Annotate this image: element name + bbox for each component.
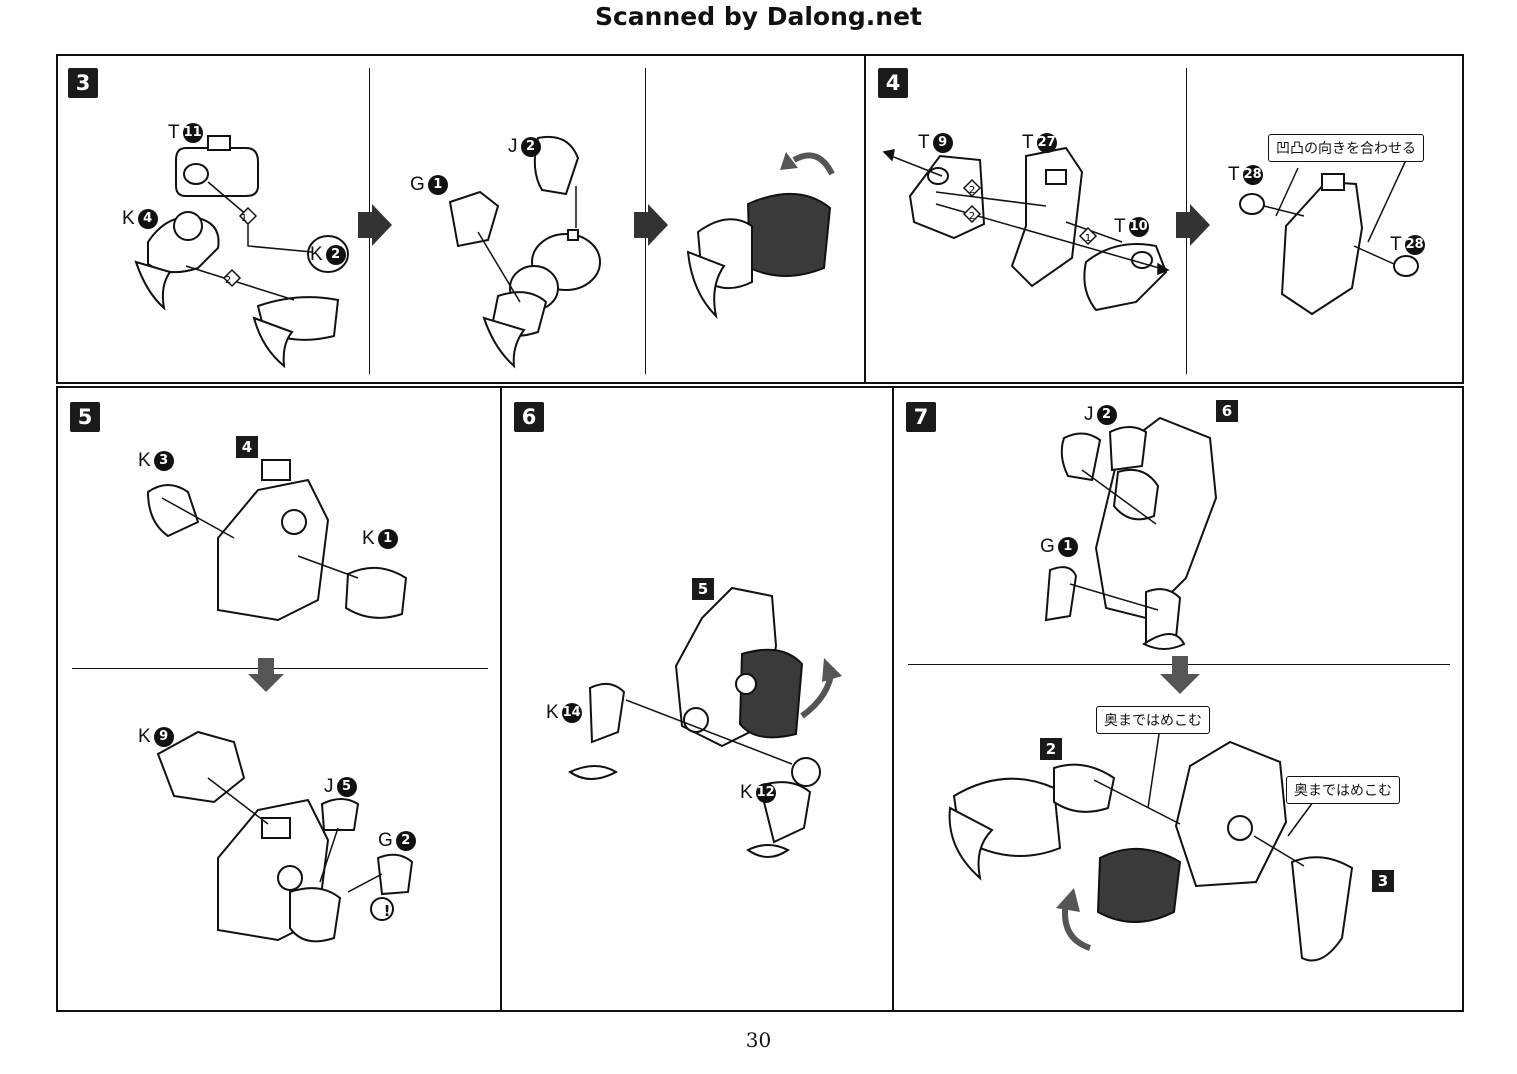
press-fully-callout-1: 奥まではめこむ	[1096, 706, 1210, 734]
step-5-illustration	[146, 459, 414, 943]
letter-j: J	[1084, 404, 1094, 425]
press-fully-callout-2: 奥まではめこむ	[1286, 776, 1400, 804]
warning-icon: !	[383, 902, 391, 920]
letter-j: J	[508, 136, 518, 157]
step-5-number: 5	[70, 402, 100, 432]
step-7-illustration	[948, 416, 1354, 962]
svg-text:2: 2	[969, 185, 975, 196]
letter-t: T	[918, 132, 930, 153]
letter-j: J	[324, 776, 334, 797]
part-number-badge: 28	[1404, 235, 1425, 255]
part-number-badge: 1	[1057, 537, 1078, 557]
part-number-badge: 2	[520, 137, 541, 157]
letter-k: K	[546, 702, 559, 723]
page-number: 30	[745, 1028, 772, 1052]
step-7-number: 7	[906, 402, 936, 432]
letter-t: T	[1114, 216, 1126, 237]
ref-step-6-badge: 6	[1216, 400, 1238, 422]
letter-k: K	[138, 726, 151, 747]
part-number-badge: 14	[561, 703, 582, 723]
letter-t: T	[1390, 234, 1402, 255]
step-6-number: 6	[514, 402, 544, 432]
part-number-badge: 27	[1036, 133, 1057, 153]
part-number-badge: 3	[153, 451, 174, 471]
part-number-badge: 11	[182, 123, 203, 143]
step-4-illustration: 2 2 1	[882, 146, 1419, 316]
part-number-badge: 2	[395, 831, 416, 851]
part-number-badge: 1	[427, 175, 448, 195]
part-number-badge: 9	[932, 133, 953, 153]
letter-g: G	[378, 830, 393, 851]
letter-t: T	[1022, 132, 1034, 153]
ref-step-5-badge: 5	[692, 578, 714, 600]
step-5-divider	[72, 668, 488, 669]
part-number-badge: 28	[1242, 165, 1263, 185]
letter-k: K	[310, 244, 323, 265]
svg-text:1: 1	[241, 213, 247, 224]
ref-step-3-badge: 3	[1372, 870, 1394, 892]
letter-g: G	[410, 174, 425, 195]
letter-t: T	[168, 122, 180, 143]
letter-g: G	[1040, 536, 1055, 557]
letter-k: K	[138, 450, 151, 471]
svg-text:2: 2	[969, 211, 975, 222]
part-number-badge: 9	[153, 727, 174, 747]
part-number-badge: 12	[755, 783, 776, 803]
letter-k: K	[362, 528, 375, 549]
step-3-illustration: 1 2	[134, 135, 835, 369]
step-3-panel: 3 1 2	[56, 54, 866, 384]
part-number-badge: 1	[377, 529, 398, 549]
letter-k: K	[740, 782, 753, 803]
step-4-number: 4	[878, 68, 908, 98]
step-6-illustration	[567, 586, 842, 858]
scan-credit-header: Scanned by Dalong.net	[594, 2, 922, 31]
letter-k: K	[122, 208, 135, 229]
part-number-badge: 10	[1128, 217, 1149, 237]
step-7-panel: 7	[892, 386, 1464, 1012]
part-number-badge: 2	[325, 245, 346, 265]
part-number-badge: 2	[1096, 405, 1117, 425]
ref-step-2-badge: 2	[1040, 738, 1062, 760]
svg-text:1: 1	[1085, 233, 1091, 244]
align-callout: 凹凸の向きを合わせる	[1268, 134, 1424, 162]
svg-text:2: 2	[225, 275, 231, 286]
part-number-badge: 4	[137, 209, 158, 229]
part-number-badge: 5	[336, 777, 357, 797]
step-3-number: 3	[68, 68, 98, 98]
step-4-panel: 4 2 2 1	[864, 54, 1464, 384]
ref-step-4-badge: 4	[236, 436, 258, 458]
letter-t: T	[1228, 164, 1240, 185]
